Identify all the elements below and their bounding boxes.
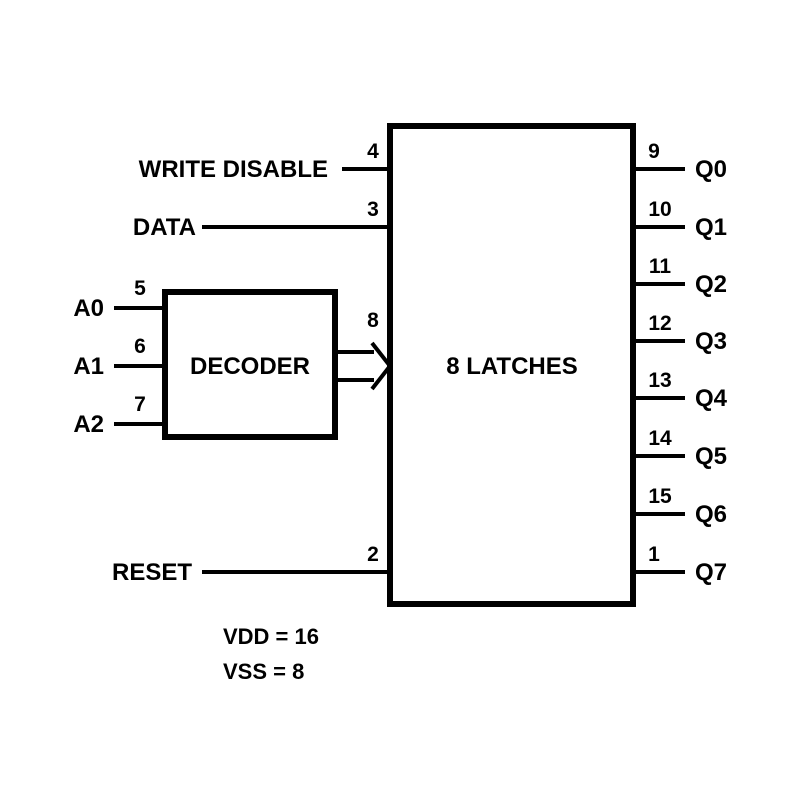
q1-pin: 10: [648, 198, 671, 221]
q2-pin: 11: [649, 255, 672, 278]
a0-pin: 5: [134, 277, 146, 300]
output-q1: 10 Q1: [633, 198, 727, 241]
reset-label: RESET: [112, 559, 192, 586]
decoder-block: [162, 289, 338, 440]
output-q0: 9 Q0: [633, 140, 727, 183]
a1-pin: 6: [134, 335, 146, 358]
data-pin: 3: [367, 198, 379, 221]
output-q7: 1 Q7: [633, 543, 727, 586]
q5-label: Q5: [695, 443, 727, 470]
decoder-block-label: DECODER: [190, 353, 310, 380]
q6-pin: 15: [648, 485, 672, 508]
decoder-input-a1: A1 6: [73, 335, 165, 380]
q0-pin: 9: [648, 140, 660, 163]
output-q3: 12 Q3: [633, 312, 727, 355]
write-disable-label: WRITE DISABLE: [139, 156, 328, 183]
output-q2: 11 Q2: [633, 255, 727, 298]
decoder-input-a0: A0 5: [73, 277, 165, 322]
output-q6: 15 Q6: [633, 485, 727, 528]
a0-label: A0: [73, 295, 104, 322]
decoder-bus-arrow: [335, 341, 393, 391]
vss-note: VSS = 8: [223, 659, 304, 684]
latch-block-label: 8 LATCHES: [446, 353, 578, 380]
q4-pin: 13: [648, 369, 671, 392]
a1-label: A1: [73, 353, 104, 380]
q5-pin: 14: [648, 427, 672, 450]
output-q5: 14 Q5: [633, 427, 727, 470]
decoder-input-a2: A2 7: [73, 393, 165, 438]
data-label: DATA: [133, 214, 196, 241]
output-q4: 13 Q4: [633, 369, 728, 412]
q4-label: Q4: [695, 385, 728, 412]
bus-pin: 8: [367, 309, 379, 332]
reset-pin: 2: [367, 543, 379, 566]
q3-label: Q3: [695, 328, 727, 355]
q1-label: Q1: [695, 214, 727, 241]
q0-label: Q0: [695, 156, 727, 183]
q7-label: Q7: [695, 559, 727, 586]
vdd-note: VDD = 16: [223, 624, 319, 649]
q3-pin: 12: [648, 312, 671, 335]
q2-label: Q2: [695, 271, 727, 298]
q6-label: Q6: [695, 501, 727, 528]
write-disable-pin: 4: [367, 140, 379, 163]
a2-pin: 7: [134, 393, 146, 416]
q7-pin: 1: [648, 543, 660, 566]
a2-label: A2: [73, 411, 104, 438]
latch-block: [387, 123, 636, 607]
